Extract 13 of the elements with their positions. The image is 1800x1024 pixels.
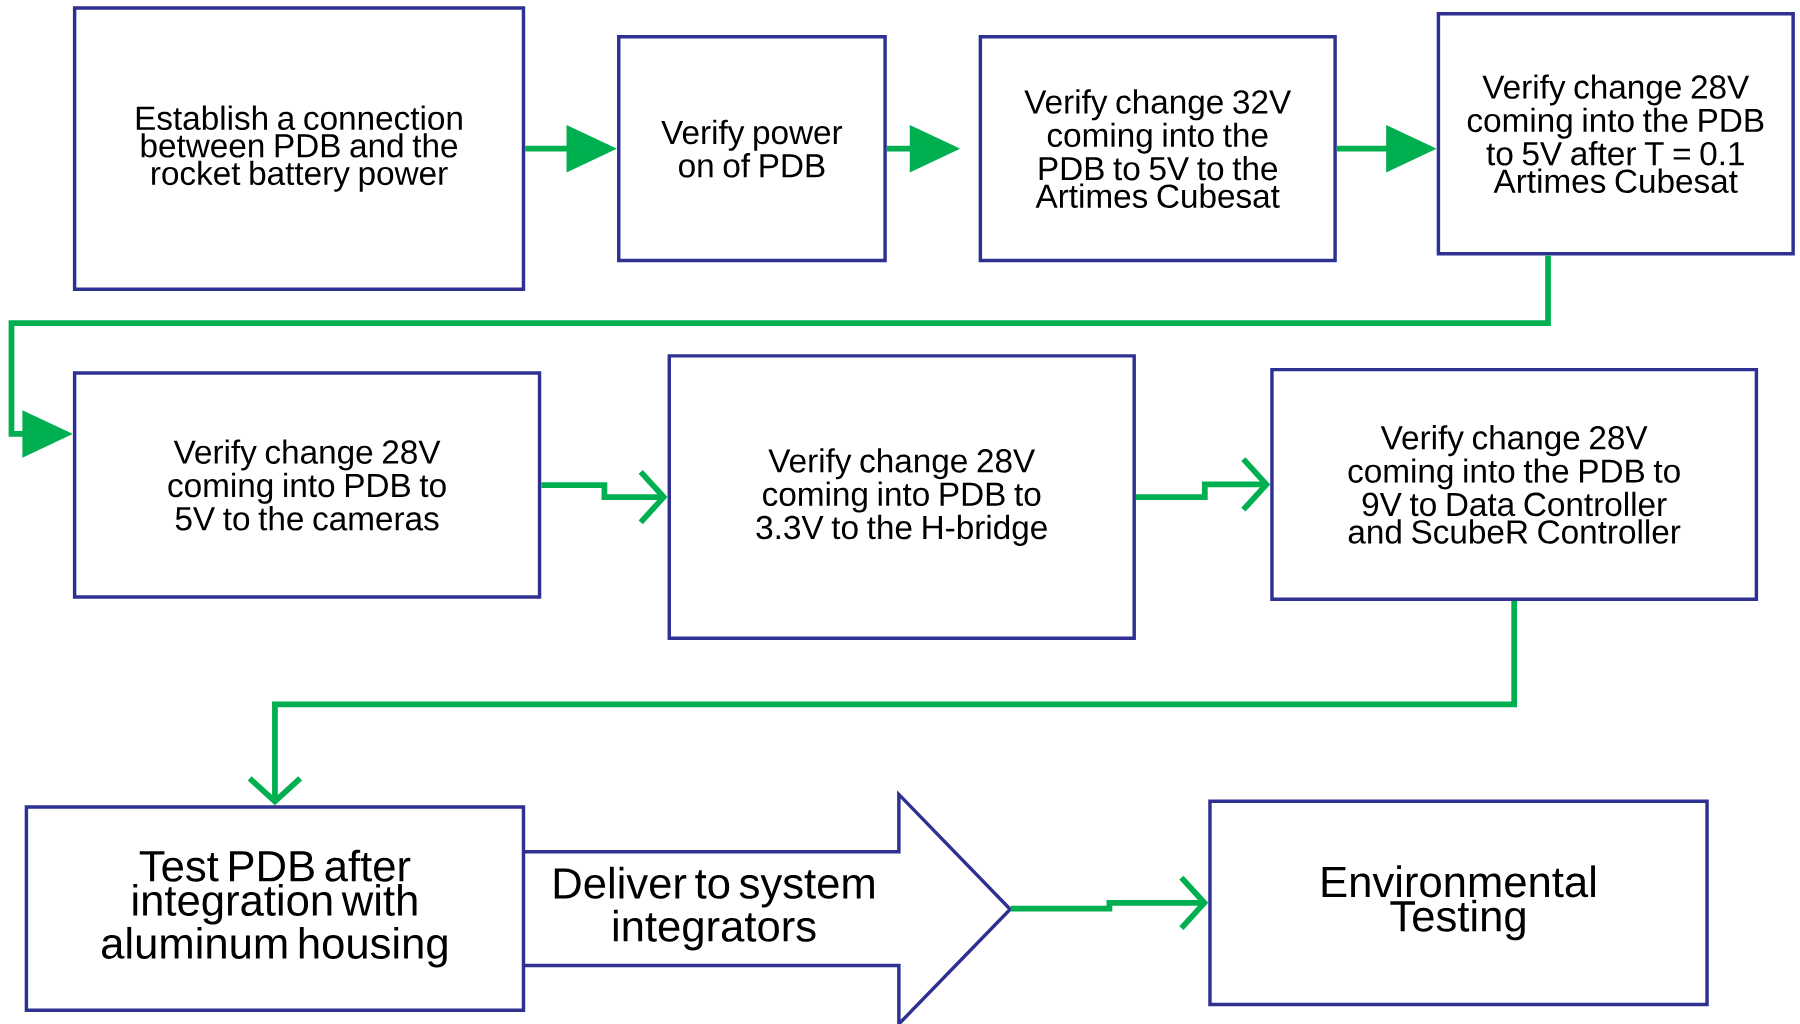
process-box: Verify change 32V coming into the PDB to 5V to the Artimes Cubesat — [978, 35, 1337, 263]
process-box: Verify change 28V coming into PDB to 3.3V to the H-bridge — [667, 354, 1136, 640]
process-box: Verify change 28V coming into PDB to 5V to the cameras — [72, 371, 542, 599]
process-box: Environmental Testing — [1208, 799, 1709, 1007]
process-box: Test PDB after integration with aluminum housing — [24, 805, 526, 1012]
arrow — [1135, 457, 1271, 512]
process-box: Verify change 28V coming into the PDB to 5V after T = 0.1 Artimes Cubesat — [1436, 12, 1795, 256]
process-box: Establish a connection between PDB and the rocket battery power — [72, 6, 526, 292]
arrow — [1010, 875, 1209, 931]
process-box: Verify change 28V coming into the PDB to 9V to Data Controller and ScubeR Controller — [1270, 367, 1759, 601]
arrow — [247, 600, 1518, 806]
arrow — [541, 469, 668, 525]
process-box: Verify power on of PDB — [617, 35, 887, 263]
